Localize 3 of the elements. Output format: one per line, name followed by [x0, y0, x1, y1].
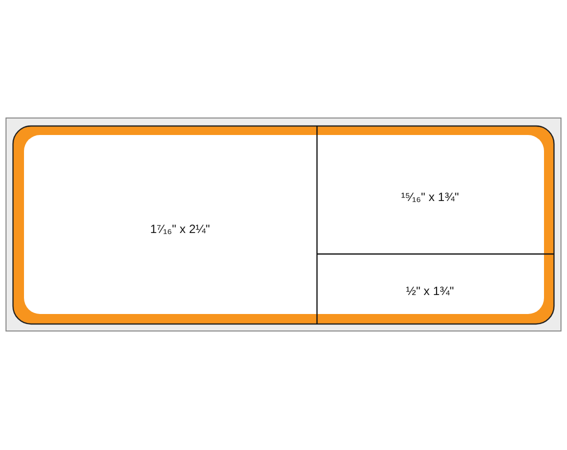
dimension-label: 1⁷⁄₁₆" x 2¼" [150, 222, 210, 236]
dimension-label: ½" x 1¾" [406, 284, 454, 298]
dimension-label: ¹⁵⁄₁₆" x 1¾" [401, 190, 459, 204]
